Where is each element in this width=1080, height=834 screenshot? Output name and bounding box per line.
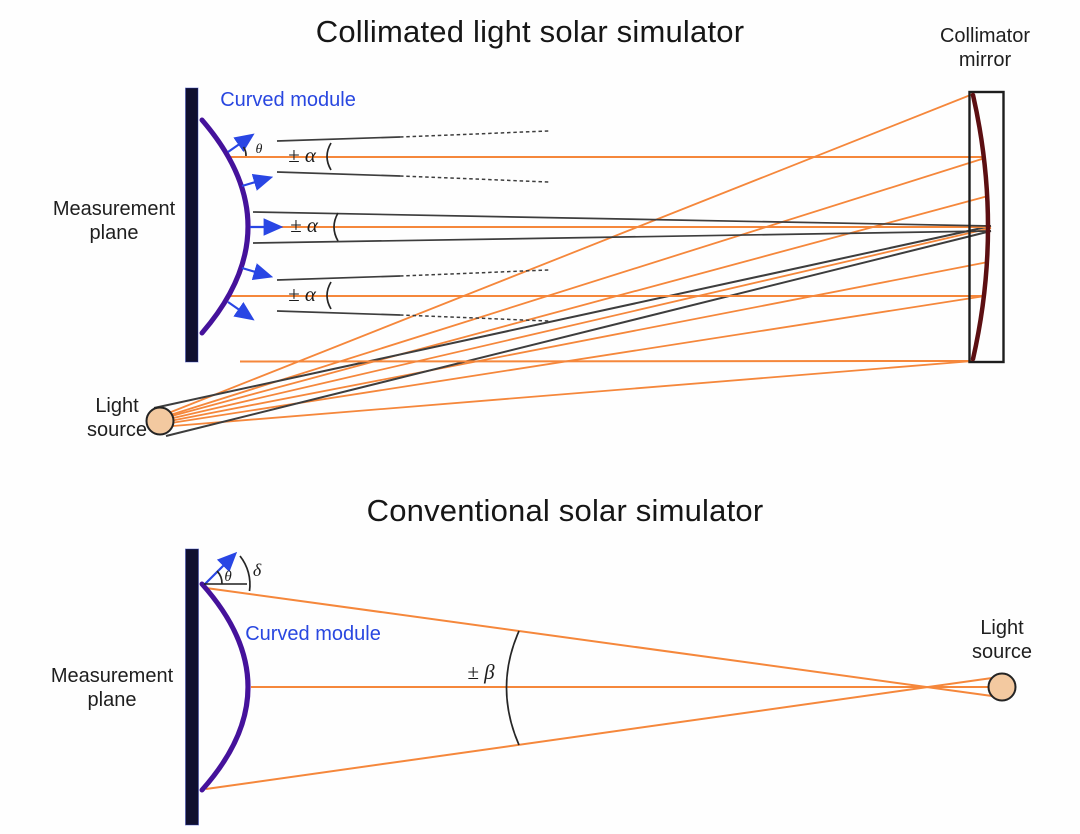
theta-angle-arc [242,146,247,157]
light-ray-fan [165,93,974,415]
normal-arrow [227,133,255,153]
light-ray-fan [166,157,986,417]
light-source-circle [987,672,1017,702]
light-source-label-line2: source [971,641,1033,664]
collimator-mirror-frame [968,90,1005,364]
normal-arrow [241,173,274,191]
light-ray [205,677,993,790]
light-source-label-line2: source [86,419,148,442]
theta-angle-arc [216,570,223,585]
cone-boundary-dashed [399,175,550,183]
measurement-plane-label-line2: plane [87,689,137,712]
measurement-plane-label-line2: plane [89,222,139,245]
cone-boundary [276,171,401,177]
light-ray-fan [168,227,992,420]
alpha-label-3: ± α [288,282,316,306]
light-source-label-line1: Light [980,617,1024,639]
cone-boundary [276,136,401,142]
cone-angle-arc [333,212,339,242]
curved-module-arc [199,117,251,336]
top-diagram [145,87,1005,437]
measurement-plane-bar [185,548,199,826]
theta-label-bottom: θ [224,569,232,585]
cone-boundary [252,230,992,244]
collimator-mirror-label: Collimator mirror [905,24,1065,73]
curved-module-arc [199,581,251,793]
cone-angle-arc [326,142,332,171]
beam-tube-line [153,225,992,409]
beta-angle-arc [505,630,520,746]
measurement-plane-label-top: Measurement plane [28,197,200,246]
alpha-label-1: ± α [288,143,316,167]
cone-boundary [276,275,401,281]
normal-arrow [227,301,255,321]
normal-arrow [204,551,238,585]
delta-angle-arc [239,555,251,592]
cone-boundary [276,310,401,316]
cone-boundary-dashed [399,314,550,322]
beam-tube-line [165,230,992,437]
measurement-plane-label-line1: Measurement [52,198,176,220]
top-title: Collimated light solar simulator [315,14,745,49]
theta-label-top: θ [255,142,263,157]
measurement-plane-bar [185,87,199,363]
cone-angle-arc [326,281,332,310]
delta-label: δ [252,560,262,580]
bottom-title: Conventional solar simulator [366,493,764,528]
measurement-plane-label-line1: Measurement [50,665,174,687]
collimator-mirror-label-line2: mirror [958,49,1012,72]
light-ray-fan [172,360,974,427]
curved-module-label-top: Curved module [220,89,356,111]
cone-boundary [252,211,992,227]
cone-boundary-dashed [399,269,550,277]
alpha-label-2: ± α [290,213,318,237]
light-source-label-top: Light source [52,394,182,443]
light-source-label-line1: Light [95,395,139,417]
collimator-mirror-label-line1: Collimator [939,25,1031,47]
light-ray-fan [169,261,989,422]
light-source-circle [145,406,175,436]
bottom-diagram [185,548,1017,826]
beta-label: ± β [467,660,495,684]
reflected-ray [239,360,974,363]
collimator-mirror-surface [970,92,991,362]
normal-arrow [241,263,274,281]
light-source-label-bottom: Light source [937,616,1067,665]
curved-module-label-bottom: Curved module [245,623,381,645]
measurement-plane-label-bottom: Measurement plane [26,664,198,713]
light-ray [205,587,993,697]
cone-boundary-dashed [399,130,550,138]
